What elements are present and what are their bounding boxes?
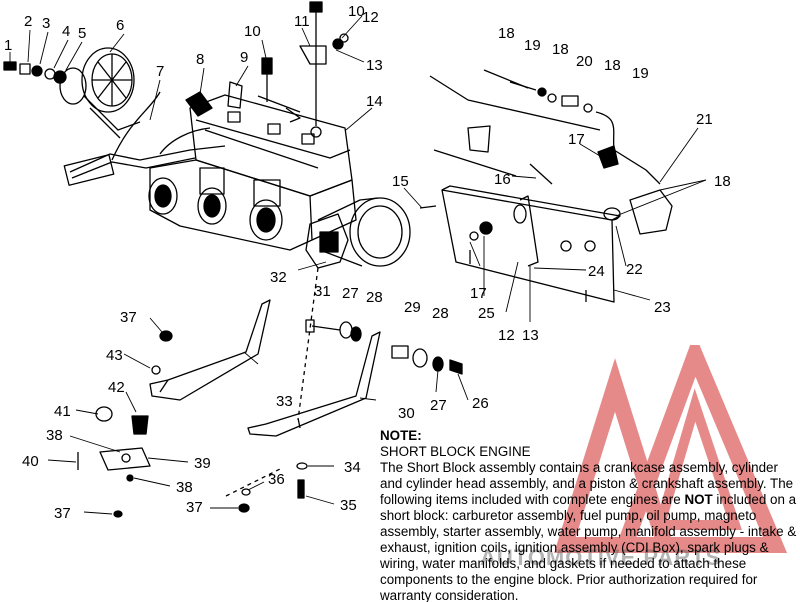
part-label: 29 xyxy=(404,299,421,316)
part-label: 37 xyxy=(54,505,71,522)
note-heading: NOTE: xyxy=(380,428,422,443)
watermark-text: AUTOMOTIVE PARTS xyxy=(480,545,722,570)
part-label: 12 xyxy=(498,327,515,344)
part-label: 31 xyxy=(314,283,331,300)
part-label: 38 xyxy=(176,479,193,496)
part-label: 28 xyxy=(432,305,449,322)
part-label: 19 xyxy=(632,65,649,82)
part-label: 37 xyxy=(186,499,203,516)
short-block-note: NOTE: SHORT BLOCK ENGINE The Short Block… xyxy=(380,428,798,602)
part-label: 9 xyxy=(240,49,248,66)
part-label: 37 xyxy=(120,309,137,326)
part-label: 26 xyxy=(472,395,489,412)
part-label: 41 xyxy=(54,403,71,420)
part-label: 20 xyxy=(576,53,593,70)
note-subheading: SHORT BLOCK ENGINE xyxy=(380,444,531,459)
part-label: 11 xyxy=(294,13,310,30)
part-label: 40 xyxy=(22,453,39,470)
part-label: 1 xyxy=(4,37,12,54)
part-label: 32 xyxy=(270,269,287,286)
part-label: 16 xyxy=(494,171,511,188)
part-label: 21 xyxy=(696,111,713,128)
part-label: 27 xyxy=(342,285,359,302)
part-label: 24 xyxy=(588,263,605,280)
part-label: 30 xyxy=(398,405,415,422)
part-label: 17 xyxy=(470,285,487,302)
part-label: 12 xyxy=(362,9,379,26)
note-body: The Short Block assembly contains a cran… xyxy=(380,460,798,602)
part-label: 38 xyxy=(46,427,63,444)
part-label: 5 xyxy=(78,25,86,42)
part-label: 34 xyxy=(344,459,361,476)
part-label: 19 xyxy=(524,37,541,54)
part-label: 17 xyxy=(568,131,585,148)
engine-mount-brackets-drawing xyxy=(77,267,463,518)
part-label: 13 xyxy=(366,57,383,74)
part-label: 14 xyxy=(366,93,383,110)
part-label: 2 xyxy=(24,13,32,30)
part-label: 10 xyxy=(244,23,261,40)
part-label: 43 xyxy=(106,347,123,364)
part-label: 27 xyxy=(430,397,447,414)
part-label: 36 xyxy=(268,471,285,488)
part-label: 18 xyxy=(498,25,515,42)
part-label: 22 xyxy=(626,261,643,278)
mounting-plate-drawing xyxy=(419,69,673,303)
part-label: 18 xyxy=(714,173,731,190)
part-label: 4 xyxy=(62,23,70,40)
part-label: 18 xyxy=(552,41,569,58)
part-label: 7 xyxy=(156,63,164,80)
top-fasteners-drawing xyxy=(257,1,349,126)
engine-block-drawing xyxy=(63,81,411,269)
part-label: 33 xyxy=(276,393,293,410)
part-label: 35 xyxy=(340,497,357,514)
part-label: 18 xyxy=(604,57,621,74)
note-body-part-2: included on a short block: carburetor as… xyxy=(380,492,797,602)
part-label: 8 xyxy=(196,51,204,68)
part-label: 42 xyxy=(108,379,125,396)
note-emphasis-not: NOT xyxy=(684,492,713,507)
pulley-assembly-drawing xyxy=(3,47,141,139)
part-label: 3 xyxy=(42,15,50,32)
part-number-labels: 1 2 3 4 5 6 7 8 9 10 10 11 12 13 14 15 1… xyxy=(4,3,731,522)
part-label: 25 xyxy=(478,305,495,322)
part-label: 15 xyxy=(392,173,409,190)
part-label: 10 xyxy=(348,3,365,20)
part-label: 28 xyxy=(366,289,383,306)
watermark-logo xyxy=(554,345,788,553)
part-label: 39 xyxy=(194,455,211,472)
part-label: 6 xyxy=(116,17,124,34)
part-label: 13 xyxy=(522,327,539,344)
note-body-part-1: The Short Block assembly contains a cran… xyxy=(380,460,794,507)
leader-lines xyxy=(9,15,707,515)
part-label: 23 xyxy=(654,299,671,316)
watermark-triangles xyxy=(554,345,788,553)
